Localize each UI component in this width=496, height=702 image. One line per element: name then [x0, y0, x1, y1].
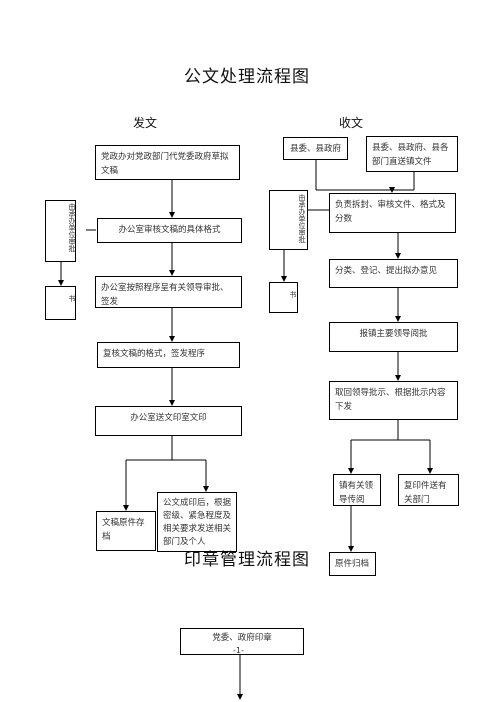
receive-source-departments: 县委、县政府、县各部门直送镇文件: [366, 136, 458, 172]
receive-source-county: 县委、县政府: [283, 137, 348, 160]
receive-side-document-text: 书: [289, 291, 297, 298]
send-step-submit-approval: 办公室按照程序呈有关领导审批、签发: [95, 276, 242, 308]
receive-side-approval-text: 由承办单位审批: [298, 194, 306, 243]
send-column-title: 发文: [133, 116, 158, 130]
send-step-review-format: 办公室审核文稿的具体格式: [97, 218, 242, 243]
send-step-archive-original: 文稿原件存档: [96, 511, 156, 551]
receive-step-submit-leader: 报镇主要领导阅批: [329, 322, 458, 352]
receive-column-title: 收文: [339, 116, 364, 130]
send-step-send-print: 办公室送文印室文印: [95, 406, 242, 436]
receive-side-approval-box: [269, 190, 308, 250]
receive-step-town-leaders: 镇有关领导传阅: [333, 474, 381, 506]
send-step-recheck: 复核文稿的格式，签发程序: [97, 342, 240, 368]
send-step-draft: 党政办对党政部门代党委政府草拟文稿: [95, 145, 240, 180]
receive-side-document-box: [269, 282, 298, 313]
receive-step-retrieve-issue: 取回领导批示、根据批示内容下发: [329, 381, 458, 420]
receive-step-copy-departments: 复印件送有关部门: [398, 474, 459, 506]
send-side-approval-box: [45, 200, 76, 262]
receive-step-classify-register: 分类、登记、提出拟办意见: [329, 259, 458, 288]
seal-step-seal-box: 党委、政府印章: [180, 628, 304, 655]
send-side-approval-text: 由承办单位审批: [68, 203, 76, 252]
receive-step-unpack-review: 负责拆封、审核文件、格式及分数: [329, 193, 456, 233]
main-title: 公文处理流程图: [184, 67, 310, 87]
send-step-distribute: 公文成印后，根据密级、紧急程度及相关要求发送相关部门及个人: [157, 492, 237, 552]
receive-step-archive-original: 原件归档: [329, 552, 376, 576]
send-side-document-box: [45, 286, 76, 320]
send-side-document-text: 书: [68, 295, 76, 302]
seal-title: 印章管理流程图: [184, 550, 310, 570]
page-number: -1-: [233, 646, 244, 655]
